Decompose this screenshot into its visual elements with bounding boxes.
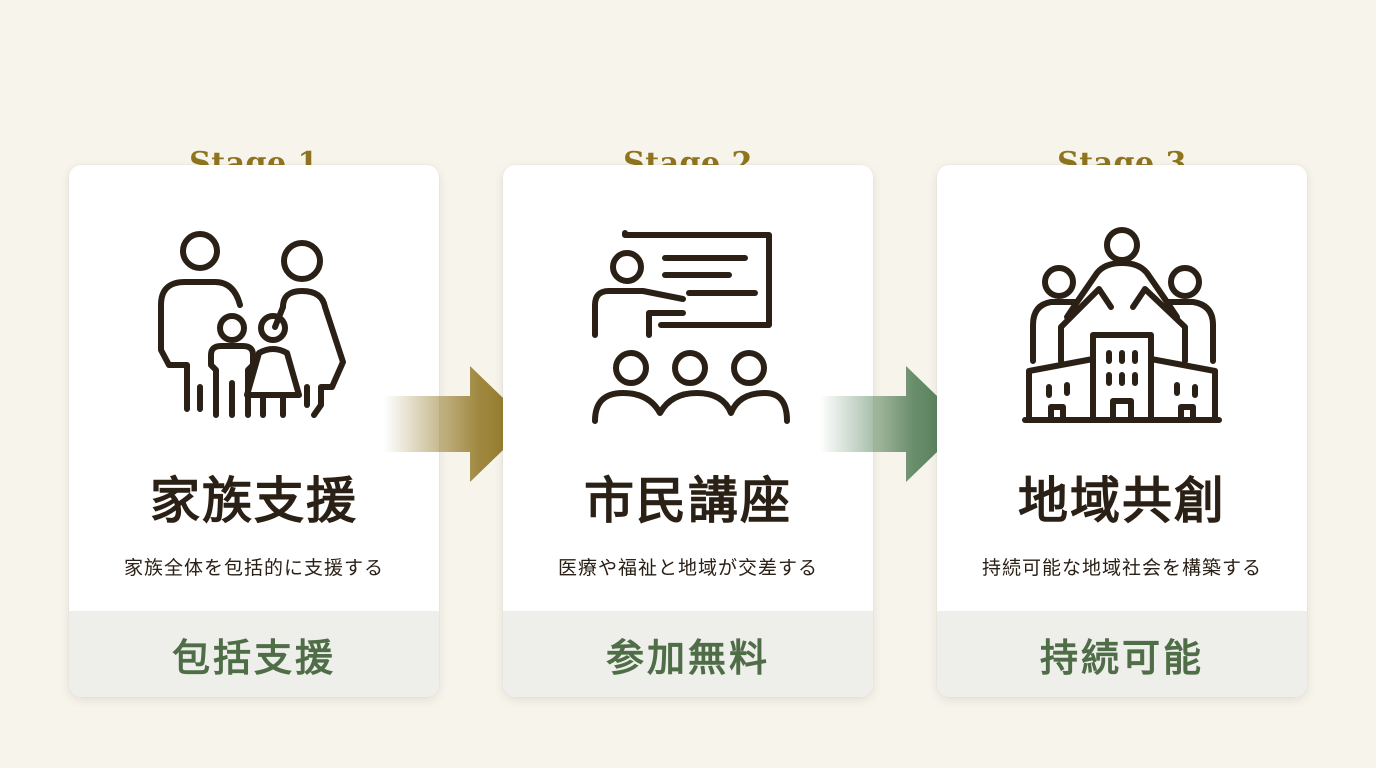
stage-1-tag: 包括支援 — [69, 611, 439, 697]
stage-3-tag: 持続可能 — [937, 611, 1307, 697]
lecture-icon — [503, 165, 873, 445]
stage-1-title: 家族支援 — [150, 471, 358, 530]
stage-2-card: 市民講座 医療や福祉と地域が交差する 参加無料 — [503, 165, 873, 697]
arrow-right-icon — [820, 366, 966, 482]
stage-2-title: 市民講座 — [584, 471, 792, 530]
stage-1-description: 家族全体を包括的に支援する — [123, 557, 384, 579]
stage-2-tag: 参加無料 — [503, 611, 873, 697]
stage-3-title: 地域共創 — [1018, 471, 1226, 530]
stage-3-description: 持続可能な地域社会を構築する — [981, 557, 1262, 579]
community-building-icon — [937, 165, 1307, 445]
stage-2-description: 医療や福祉と地域が交差する — [557, 557, 818, 579]
arrow-right-icon — [384, 366, 530, 482]
stage-3-card: 地域共創 持続可能な地域社会を構築する 持続可能 — [937, 165, 1307, 697]
family-icon — [69, 165, 439, 445]
stage-1-card: 家族支援 家族全体を包括的に支援する 包括支援 — [69, 165, 439, 697]
